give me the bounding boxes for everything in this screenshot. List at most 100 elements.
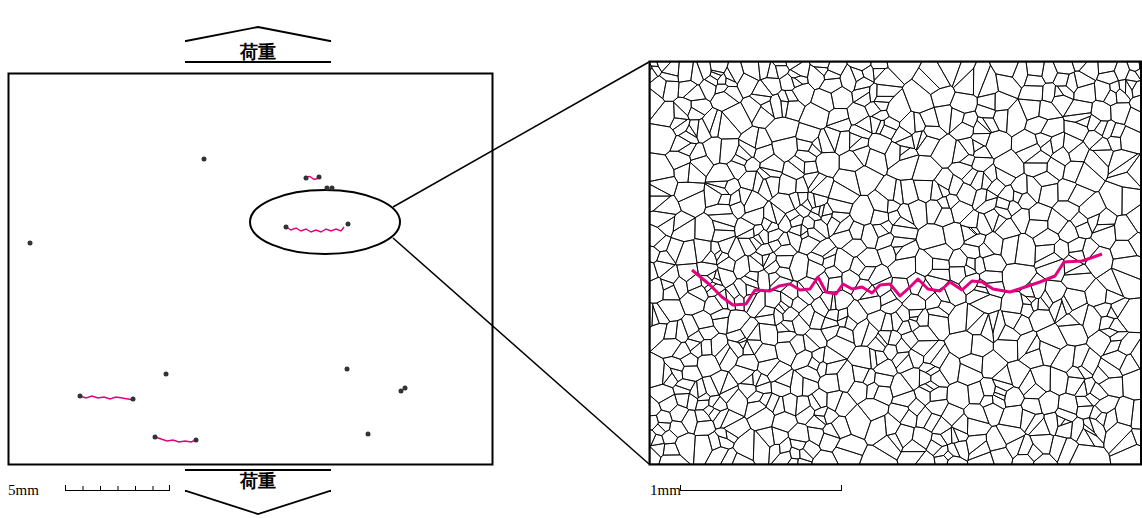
grain-boundary (732, 453, 755, 464)
grain-boundary (1074, 71, 1095, 88)
grain-boundary (832, 447, 862, 464)
scale-tick (65, 485, 66, 491)
scale-tick (118, 486, 119, 491)
grain-boundary (834, 248, 853, 273)
grain-boundary (932, 258, 949, 269)
grain-boundary (756, 382, 772, 394)
grain-boundary (657, 300, 685, 322)
grain-boundary (1064, 120, 1089, 141)
grain-boundary (977, 117, 992, 133)
grain-boundary (937, 197, 950, 209)
grain-boundary (1042, 83, 1055, 103)
grain-boundary (785, 90, 799, 101)
grain-boundary (650, 124, 676, 155)
grain-boundary (767, 62, 779, 79)
grain-boundary (1055, 408, 1077, 422)
grain-boundary (755, 128, 772, 150)
grain-boundary (665, 151, 691, 170)
grain-boundary (1049, 435, 1066, 462)
grain-boundary (800, 449, 814, 462)
grain-boundary (1115, 396, 1134, 426)
grain-boundary (1021, 294, 1032, 305)
load-arrow: 荷重 (185, 469, 331, 515)
grain-boundary (1131, 338, 1141, 369)
grain-boundary (998, 185, 1014, 202)
grain-boundary (733, 255, 750, 279)
grain-boundary (663, 373, 678, 388)
grain-boundary (739, 139, 756, 157)
grain-boundary (1033, 228, 1060, 246)
grain-boundary (1085, 393, 1100, 406)
grain-boundary (873, 359, 897, 376)
grain-boundary (972, 189, 987, 211)
grain-boundary (757, 358, 779, 376)
specimen-outline (9, 74, 493, 465)
crack (80, 396, 133, 400)
grain-boundary (811, 297, 829, 318)
grain-boundary (1007, 360, 1030, 388)
grain-boundary (1111, 268, 1141, 299)
defect-dot (346, 222, 351, 227)
grain-boundary (926, 366, 940, 375)
grain-boundary (754, 144, 774, 163)
grain-boundary (1086, 330, 1111, 357)
crack (155, 437, 196, 442)
grain-boundary (772, 136, 798, 162)
grain-boundary (982, 118, 999, 133)
grain-boundary (651, 66, 661, 76)
grain-boundary (914, 387, 930, 406)
grain-boundary (759, 229, 769, 244)
grain-boundary (760, 167, 783, 177)
defect-dot (325, 186, 330, 191)
grain-boundary (885, 413, 901, 436)
grain-boundary (796, 122, 821, 142)
grain-boundary (753, 171, 764, 193)
defect-dot (304, 176, 309, 181)
grain-boundary (952, 62, 976, 88)
grain-boundary (718, 194, 731, 204)
grain-boundary (667, 238, 684, 264)
grain-boundary (880, 125, 897, 140)
grain-boundary (802, 216, 815, 229)
grain-boundary (1128, 232, 1141, 257)
grain-boundary (727, 161, 747, 181)
grain-boundary (772, 412, 798, 433)
grain-boundary (768, 229, 784, 243)
grain-boundary (1079, 62, 1099, 80)
grain-boundary (788, 155, 805, 173)
grain-boundary (850, 257, 866, 276)
defect-dot (330, 186, 335, 191)
grain-boundary (758, 179, 772, 201)
grain-boundary (783, 307, 799, 321)
grain-boundary (712, 220, 734, 231)
grain-boundary (789, 252, 808, 281)
grain-boundary (759, 323, 778, 345)
grain-boundary (690, 143, 707, 161)
grain-boundary (973, 140, 985, 152)
grain-boundary (829, 230, 853, 249)
grain-boundary (1023, 383, 1046, 398)
grain-boundary (993, 149, 1024, 178)
defect-dot (317, 175, 322, 180)
grain-boundary (650, 101, 674, 127)
grain-boundary (1101, 350, 1127, 370)
grain-boundary (790, 62, 810, 77)
grain-boundary (1050, 366, 1068, 395)
grain-boundary (818, 128, 835, 152)
crack (286, 227, 344, 232)
grain-boundary (1049, 299, 1062, 323)
grain-boundary (890, 373, 913, 397)
grain-boundary (827, 390, 843, 411)
grain-boundary (1089, 406, 1101, 420)
grain-boundary (975, 257, 986, 275)
grain-boundary (676, 240, 697, 265)
grain-boundary (1064, 264, 1091, 275)
grain-boundary (650, 430, 656, 447)
grain-boundary (924, 126, 948, 140)
grain-boundary (758, 270, 770, 292)
grain-boundary (1099, 377, 1123, 398)
grain-boundary (1063, 99, 1092, 116)
grain-boundary (868, 264, 891, 285)
arrow-outline (185, 470, 331, 514)
grain-boundary (1120, 126, 1141, 154)
